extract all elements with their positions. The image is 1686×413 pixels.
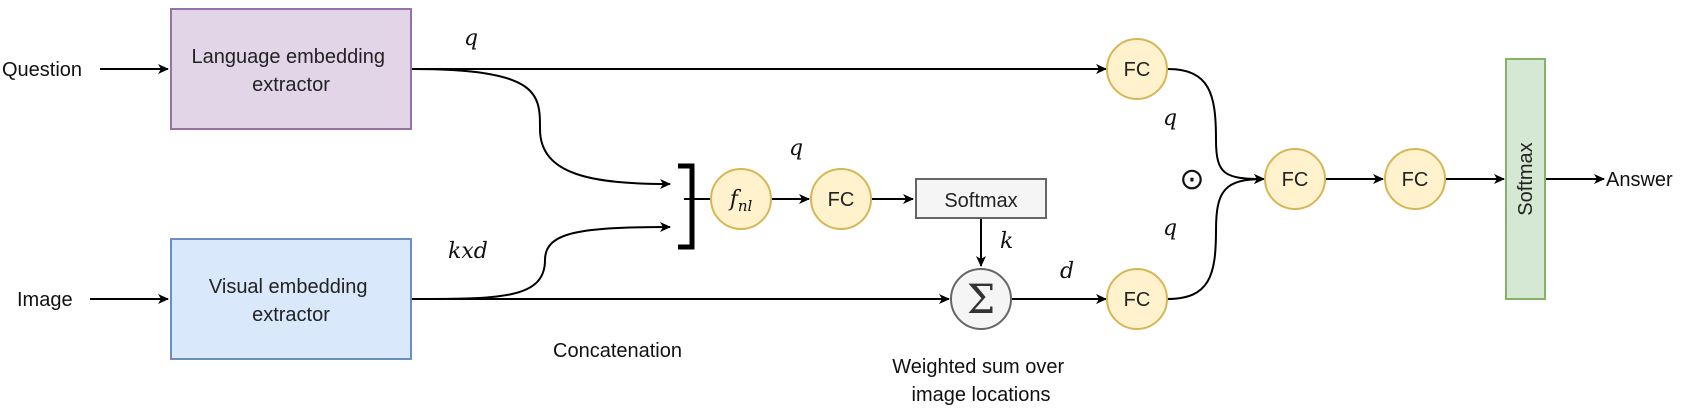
d-label: d [1060,259,1074,284]
concatenation-bracket [678,163,695,250]
fnl-node [710,168,772,230]
q-label-mid: q [789,136,803,161]
answer-label: Answer [1606,169,1673,191]
fnl-subscript: nl [738,197,753,215]
edge-visual-to-concat [411,222,671,300]
edge-language-to-concat [411,68,671,189]
fc-node-merge [1264,148,1326,210]
visual-box-line1: Visual embedding [209,276,368,298]
fc-label-top: FC [1124,59,1151,81]
edge-fc-top-to-fc-merge [1166,68,1265,184]
image-label: Image [17,289,73,311]
softmax-box-label: Softmax [944,190,1017,212]
fc-label-merge: FC [1282,169,1309,191]
softmax-box [915,178,1047,219]
k-label: k [1000,229,1013,254]
svg-text:Weighted sum over image lo: Weighted sum over image locations [892,356,1070,406]
svg-text:Language embedding extract: Language embedding extractor [191,46,390,96]
kxd-label: kxd [448,239,488,264]
fc-label-final: FC [1402,169,1429,191]
fc-label-attention: FC [828,189,855,211]
fc-label-bottom: FC [1124,289,1151,311]
edge-fc-bottom-to-fc-merge [1166,174,1265,300]
weighted-sum-node [950,268,1012,330]
language-box-line1: Language embedding [191,46,385,68]
fc-node-final [1384,148,1446,210]
concatenation-caption: Concatenation [553,340,682,362]
visual-box-line2: extractor [252,304,330,326]
fc-node-attention [810,168,872,230]
fc-node-top [1106,38,1168,100]
weighted-sum-caption-line1: Weighted sum over [892,356,1064,378]
sum-symbol: Σ [967,277,995,323]
q-label-right-top: q [1163,106,1177,131]
elementwise-product-symbol: ⊙ [1179,162,1204,197]
question-label: Question [2,59,82,81]
fc-node-bottom [1106,268,1168,330]
svg-text:Visual embedding extractor: Visual embedding extractor [209,276,373,326]
language-box-line2: extractor [252,74,330,96]
language-embedding-box [170,8,412,130]
q-label-top: q [464,26,478,51]
weighted-sum-caption-line2: image locations [912,384,1051,406]
softmax-tall-box [1505,58,1546,300]
softmax-tall-label: Softmax [1515,142,1537,215]
visual-embedding-box [170,238,412,360]
q-label-right-bottom: q [1163,216,1177,241]
